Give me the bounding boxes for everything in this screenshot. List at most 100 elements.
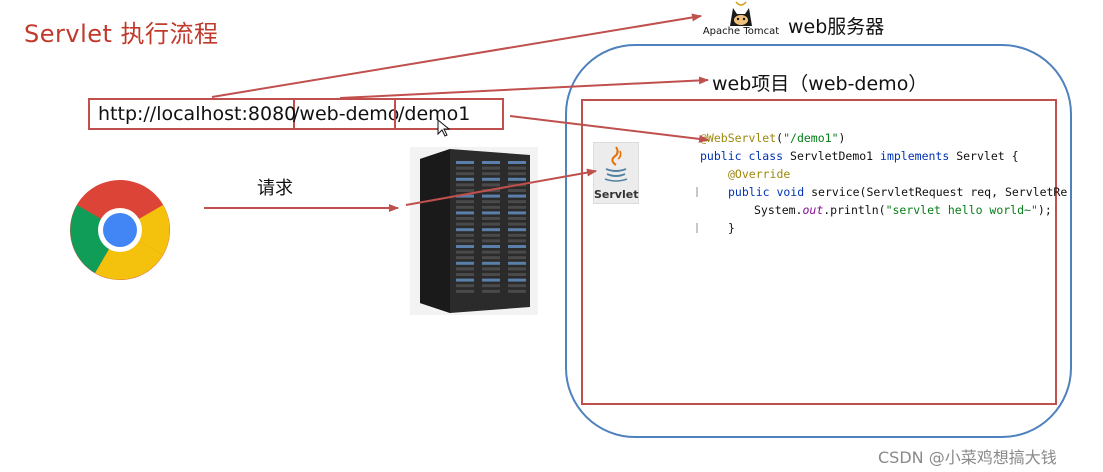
rack-slot	[456, 183, 474, 187]
rack-slot	[508, 217, 526, 220]
rack-slot	[508, 177, 526, 181]
rack-slot	[482, 245, 500, 248]
rack-slot	[456, 250, 474, 254]
rack-slot	[482, 256, 500, 260]
rack-slot	[482, 172, 500, 176]
tomcat-label: Apache Tomcat	[702, 26, 780, 37]
rack-slot	[508, 250, 526, 254]
rack-slot	[482, 211, 500, 215]
rack-slot	[456, 289, 474, 293]
rack-slot	[508, 239, 526, 243]
rack-slot	[508, 245, 526, 248]
chrome-browser-icon	[70, 180, 170, 280]
rack-slot	[482, 228, 500, 232]
rack-slot	[482, 222, 500, 226]
code-line-close: }	[728, 221, 735, 235]
rack-slot	[456, 284, 474, 288]
web-server-label: web服务器	[788, 16, 885, 38]
rack-slot	[508, 161, 526, 164]
rack-slot	[456, 217, 474, 220]
rack-slot	[482, 217, 500, 220]
rack-slot	[482, 289, 500, 293]
rack-slots	[456, 161, 526, 293]
web-project-container	[565, 44, 1072, 438]
page-title: Servlet 执行流程	[24, 20, 219, 48]
arrow-path-to-annotation	[509, 115, 709, 143]
rack-slot	[508, 284, 526, 288]
rack-slot	[508, 228, 526, 232]
code-line-println: System.out.println("servlet hello world~…	[754, 203, 1052, 217]
rack-slot	[508, 289, 526, 293]
rack-slot	[508, 267, 526, 271]
rack-slot	[482, 261, 500, 265]
rack-slot	[482, 205, 500, 209]
watermark: CSDN @小菜鸡想搞大钱	[878, 448, 1057, 467]
rack-slot	[508, 256, 526, 260]
rack-slot	[456, 273, 474, 276]
code-gutter-mark	[696, 223, 698, 233]
rack-slot	[508, 194, 526, 198]
rack-slot	[482, 200, 500, 204]
tomcat-logo: Apache Tomcat	[700, 0, 782, 40]
rack-slot	[508, 211, 526, 215]
rack-slot	[482, 284, 500, 288]
rack-slot	[456, 222, 474, 226]
rack-slot	[456, 278, 474, 282]
code-line-class: public class ServletDemo1 implements Ser…	[700, 149, 1019, 163]
rack-slot	[508, 233, 526, 237]
rack-slot	[508, 166, 526, 170]
rack-slot	[508, 205, 526, 209]
rack-slot	[482, 250, 500, 254]
rack-slot	[456, 228, 474, 232]
rack-slot	[508, 261, 526, 265]
tomcat-cat-icon	[730, 1, 752, 26]
rack-slot	[456, 245, 474, 248]
code-gutter-mark	[696, 187, 698, 197]
servlet-logo-label: Servlet	[594, 188, 639, 201]
rack-slot	[456, 211, 474, 215]
code-line-method: public void service(ServletRequest req, …	[728, 185, 1068, 199]
rack-slot	[482, 161, 500, 164]
arrow-server-to-servlet	[405, 168, 597, 206]
rack-slot	[482, 233, 500, 237]
servlet-container	[581, 99, 1057, 405]
web-project-label: web项目（web-demo）	[712, 73, 928, 95]
rack-slot	[456, 233, 474, 237]
arrow-host-to-server	[211, 13, 702, 98]
rack-slot	[508, 189, 526, 192]
rack-slot	[456, 177, 474, 181]
rack-slot	[482, 177, 500, 181]
rack-slot	[508, 222, 526, 226]
rack-slot	[456, 205, 474, 209]
arrow-project-to-webapp	[339, 76, 709, 99]
rack-slot	[482, 278, 500, 282]
rack-slot	[456, 239, 474, 243]
rack-slot	[456, 256, 474, 260]
rack-slot	[508, 278, 526, 282]
rack-slot	[482, 267, 500, 271]
rack-slot	[482, 166, 500, 170]
rack-slot	[482, 183, 500, 187]
rack-slot	[456, 261, 474, 265]
rack-slot	[456, 194, 474, 198]
rack-slot	[508, 200, 526, 204]
rack-slot	[456, 172, 474, 176]
rack-slot	[456, 161, 474, 164]
rack-slot	[456, 166, 474, 170]
url-host-segment: http://localhost:8080	[88, 98, 296, 130]
rack-slot	[508, 172, 526, 176]
code-line-annotation: @WebServlet("/demo1")	[700, 131, 846, 145]
rack-slot	[456, 267, 474, 271]
rack-slot	[482, 194, 500, 198]
servlet-logo: Servlet	[593, 142, 639, 204]
rack-slot	[456, 200, 474, 204]
code-line-override: @Override	[728, 167, 791, 181]
server-rack-icon	[410, 147, 538, 315]
rack-slot	[482, 239, 500, 243]
rack-slot	[456, 189, 474, 192]
rack-slot	[482, 273, 500, 276]
rack-slot	[508, 273, 526, 276]
mouse-cursor-icon	[437, 118, 451, 137]
java-cup-icon	[604, 146, 628, 182]
